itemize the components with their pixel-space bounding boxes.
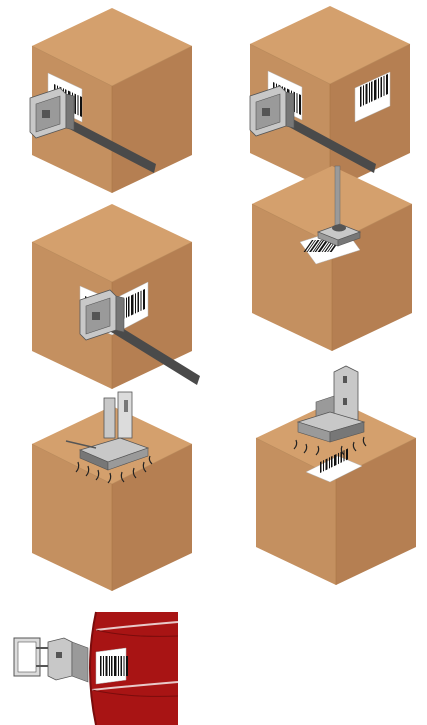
box-corner-wrap-applicator	[31, 203, 200, 390]
box-side-label-applicator	[29, 7, 193, 194]
box-two-labels-applicator	[249, 5, 411, 192]
box-top-label-tamp	[251, 165, 413, 352]
box-top-blow-on-rotated	[255, 365, 417, 586]
drum-side-label	[13, 611, 179, 725]
box-top-blow-on	[31, 391, 193, 592]
